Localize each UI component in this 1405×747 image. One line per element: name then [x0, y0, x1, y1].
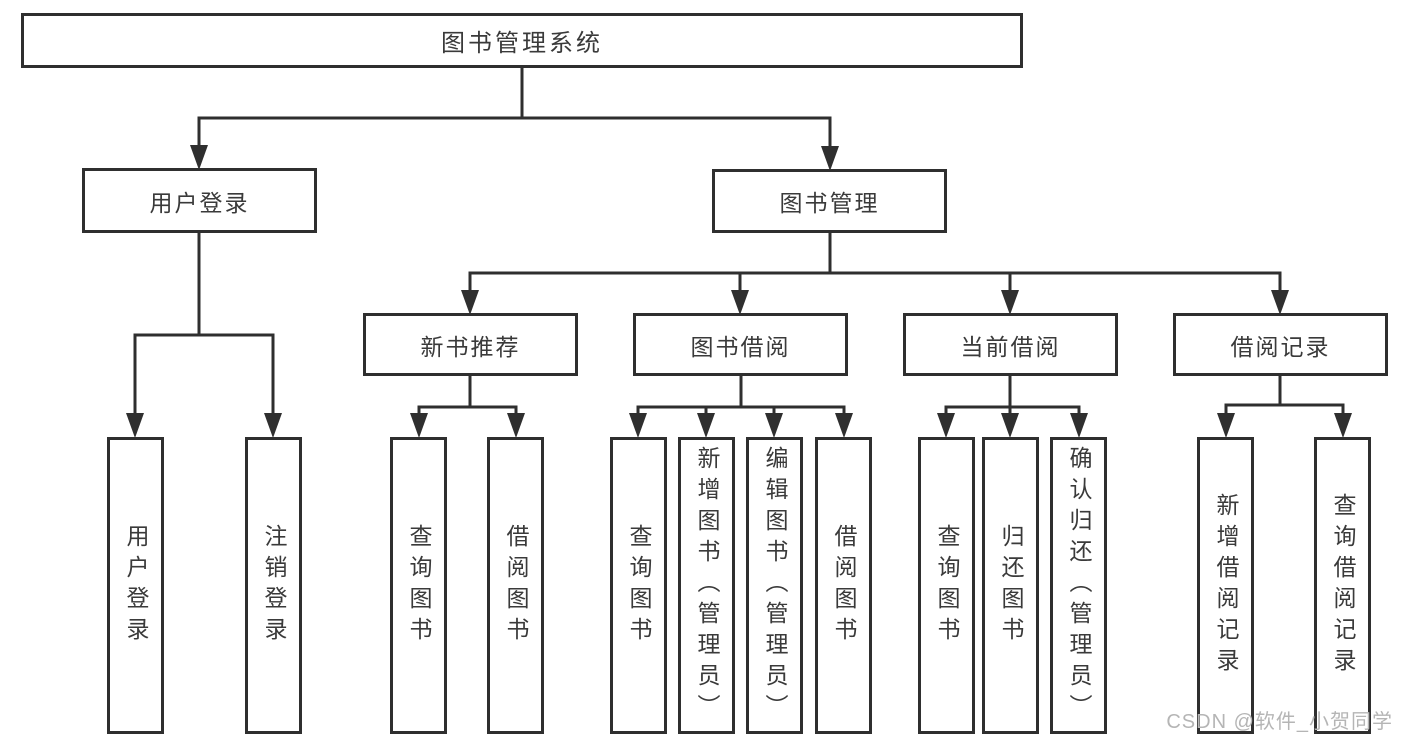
node-borrow-records: 借阅记录: [1173, 313, 1388, 376]
connector-borrow-records-to-leaves: [1217, 374, 1352, 438]
arrowhead-icon: [765, 413, 783, 438]
leaf-return-books-label: 归还图书: [998, 523, 1024, 648]
leaf-borrow-books-recommend-label: 借阅图书: [503, 523, 529, 648]
connector-book-management-to-sections: [461, 229, 1289, 315]
leaf-add-book-admin: 新增图书（管理员）: [678, 437, 735, 734]
node-book-management-label: 图书管理: [779, 190, 880, 216]
arrowhead-icon: [264, 413, 282, 438]
node-book-management: 图书管理: [712, 169, 947, 233]
node-user-login: 用户登录: [82, 168, 317, 233]
arrowhead-icon: [731, 290, 749, 315]
connector-user-login-to-leaves: [126, 229, 282, 438]
node-library-system-label: 图书管理系统: [441, 30, 603, 57]
arrowhead-icon: [507, 413, 525, 438]
leaf-confirm-return-admin: 确认归还（管理员）: [1050, 437, 1107, 734]
arrowhead-icon: [461, 290, 479, 315]
leaf-user-login-label: 用户登录: [123, 523, 149, 648]
arrowhead-icon: [1001, 290, 1019, 315]
node-user-login-label: 用户登录: [149, 189, 250, 216]
arrowhead-icon: [126, 413, 144, 438]
leaf-add-book-admin-label: 新增图书（管理员）: [694, 446, 720, 725]
leaf-borrow-books: 借阅图书: [815, 437, 872, 734]
leaf-query-borrow-record: 查询借阅记录: [1314, 437, 1371, 734]
node-current-borrow-label: 当前借阅: [960, 333, 1061, 360]
watermark: CSDN @软件_小贺同学: [1166, 711, 1393, 733]
arrowhead-icon: [410, 413, 428, 438]
node-library-system: 图书管理系统: [21, 13, 1023, 68]
leaf-query-books-recommend-label: 查询图书: [406, 523, 432, 648]
leaf-query-books-current-label: 查询图书: [934, 523, 960, 648]
arrowhead-icon: [821, 146, 839, 171]
node-current-borrow: 当前借阅: [903, 313, 1118, 376]
leaf-edit-book-admin-label: 编辑图书（管理员）: [762, 446, 788, 725]
leaf-return-books: 归还图书: [982, 437, 1039, 734]
arrowhead-icon: [697, 413, 715, 438]
arrowhead-icon: [937, 413, 955, 438]
leaf-user-login: 用户登录: [107, 437, 164, 734]
leaf-borrow-books-label: 借阅图书: [831, 523, 857, 648]
arrowhead-icon: [1001, 413, 1019, 438]
leaf-borrow-books-recommend: 借阅图书: [487, 437, 544, 734]
arrowhead-icon: [190, 145, 208, 170]
leaf-logout-label: 注销登录: [261, 523, 287, 648]
connector-new-book-recommend-to-leaves: [410, 374, 525, 438]
leaf-query-books-recommend: 查询图书: [390, 437, 447, 734]
node-new-book-recommend: 新书推荐: [363, 313, 578, 376]
arrowhead-icon: [1334, 413, 1352, 438]
leaf-edit-book-admin: 编辑图书（管理员）: [746, 437, 803, 734]
arrowhead-icon: [835, 413, 853, 438]
leaf-query-books-borrow-label: 查询图书: [626, 523, 652, 648]
leaf-confirm-return-admin-label: 确认归还（管理员）: [1066, 446, 1092, 725]
arrowhead-icon: [1070, 413, 1088, 438]
node-book-borrow-label: 图书借阅: [690, 333, 791, 360]
leaf-add-borrow-record: 新增借阅记录: [1197, 437, 1254, 734]
arrowhead-icon: [629, 413, 647, 438]
leaf-add-borrow-record-label: 新增借阅记录: [1213, 492, 1239, 679]
arrowhead-icon: [1217, 413, 1235, 438]
arrowhead-icon: [1271, 290, 1289, 315]
node-book-borrow: 图书借阅: [633, 313, 848, 376]
connector-root-to-branches: [190, 64, 839, 171]
leaf-query-books-current: 查询图书: [918, 437, 975, 734]
connector-book-borrow-to-leaves: [629, 374, 853, 438]
node-borrow-records-label: 借阅记录: [1230, 333, 1331, 360]
leaf-logout: 注销登录: [245, 437, 302, 734]
leaf-query-books-borrow: 查询图书: [610, 437, 667, 734]
connector-current-borrow-to-leaves: [937, 374, 1088, 438]
node-new-book-recommend-label: 新书推荐: [420, 333, 521, 360]
leaf-query-borrow-record-label: 查询借阅记录: [1330, 492, 1356, 679]
